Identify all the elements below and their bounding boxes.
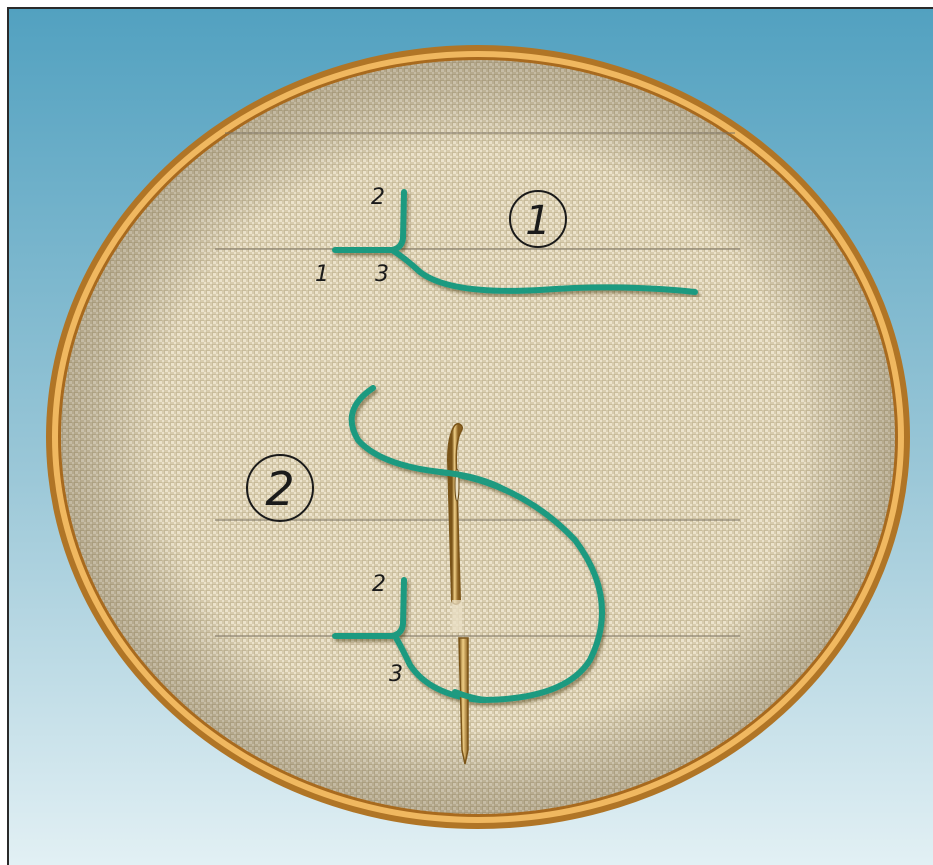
step-1-point-1: 1 xyxy=(315,262,329,287)
step-1-point-2: 2 xyxy=(371,185,385,210)
step-2-point-3: 3 xyxy=(389,662,403,687)
step-2-point-2: 2 xyxy=(372,572,386,597)
step-1-number: 1 xyxy=(525,198,550,244)
step-1-point-3: 3 xyxy=(375,262,389,287)
step-2-number: 2 xyxy=(265,462,294,516)
